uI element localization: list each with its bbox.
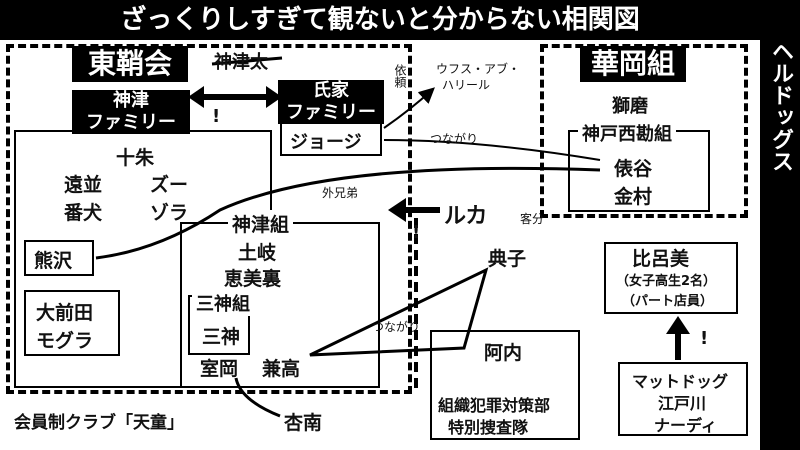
- page-title: ざっくりしすぎて観ないと分からない相関図: [0, 0, 760, 40]
- person-mikami: 三神: [202, 326, 241, 348]
- relation-tsunagari-2: つながり: [372, 320, 421, 334]
- group-mikamigumi: 三神組: [192, 290, 254, 316]
- link-line-1: [383, 139, 601, 161]
- shock-mark-2: !: [412, 222, 421, 243]
- shock-mark-1: !: [212, 106, 221, 127]
- group-ujiie-family: 氏家 ファミリー: [278, 80, 384, 124]
- person-hiromi-note2: （パート店員）: [622, 294, 714, 309]
- person-kumazawa: 熊沢: [34, 250, 73, 272]
- person-mad-dog-2: 江戸川: [658, 394, 707, 413]
- relation-tsunagari-1: つながり: [430, 132, 479, 146]
- person-uruf-2: ハリール: [442, 78, 491, 92]
- toshukai-boundary: [6, 44, 412, 394]
- person-mad-dog-1: マットドッグ: [632, 372, 729, 391]
- group-club: 会員制クラブ「天童」: [14, 413, 184, 433]
- mad-dog-box: [618, 362, 748, 436]
- kumazawa-box: [24, 240, 94, 276]
- murooka-annan-line: [234, 377, 281, 418]
- person-hiromi: 比呂美: [632, 248, 690, 270]
- person-mad-dog-3: ナーディ: [654, 416, 717, 435]
- person-mogura: モグラ: [36, 330, 94, 352]
- person-emiura: 恵美裏: [224, 268, 282, 290]
- group-police-1: 組織犯罪対策部: [438, 396, 551, 415]
- group-kanazu-family: 神津 ファミリー: [72, 90, 190, 134]
- request-line: [383, 87, 435, 129]
- relation-irai: 依頼: [393, 64, 407, 88]
- group-kaoka: 華岡組: [580, 46, 686, 82]
- group-police-2: 特別捜査隊: [448, 418, 529, 437]
- brotherhood-line: [95, 166, 601, 260]
- group-kobe: 神戸西勘組: [578, 120, 676, 146]
- person-zura-top: ズー: [150, 174, 189, 196]
- strike-line: [211, 56, 283, 66]
- triangle-link: [309, 267, 489, 357]
- person-tawaraya: 俵谷: [614, 158, 653, 180]
- person-dobi: 土岐: [238, 242, 277, 264]
- person-noriko: 典子: [488, 248, 527, 270]
- person-jusshu: 十朱: [116, 147, 155, 169]
- omaeda-box: [24, 290, 120, 356]
- group-kanazugumi: 神津組: [228, 210, 294, 237]
- person-hiromi-note1: （女子高生2名）: [616, 274, 717, 289]
- person-aso: 阿内: [484, 342, 523, 364]
- person-juma: 獅磨: [612, 96, 648, 117]
- relation-kyakubun: 客分: [520, 212, 545, 226]
- group-toshukai: 東鞘会: [72, 46, 188, 82]
- person-kanazu-futoshi: 神津太: [214, 52, 268, 73]
- person-zura: ゾラ: [150, 202, 189, 224]
- side-title: ヘルドッグス: [760, 0, 800, 450]
- person-annan: 杏南: [284, 412, 323, 434]
- person-george: ジョージ: [290, 132, 362, 153]
- person-sugitani: 遠並: [64, 174, 103, 196]
- person-murooka: 室岡: [200, 358, 239, 380]
- hiromi-box: [604, 242, 738, 314]
- person-uruf-1: ウフス・アブ・: [436, 62, 521, 76]
- person-banban: 番犬: [64, 202, 103, 224]
- person-kanetaka: 兼高: [262, 358, 301, 380]
- shock-mark-3: !: [700, 328, 709, 349]
- person-kanamura: 金村: [614, 186, 653, 208]
- person-omaeda: 大前田: [36, 302, 94, 324]
- relation-gaikyodai: 外兄弟: [322, 186, 359, 200]
- person-ruka: ルカ: [444, 204, 488, 229]
